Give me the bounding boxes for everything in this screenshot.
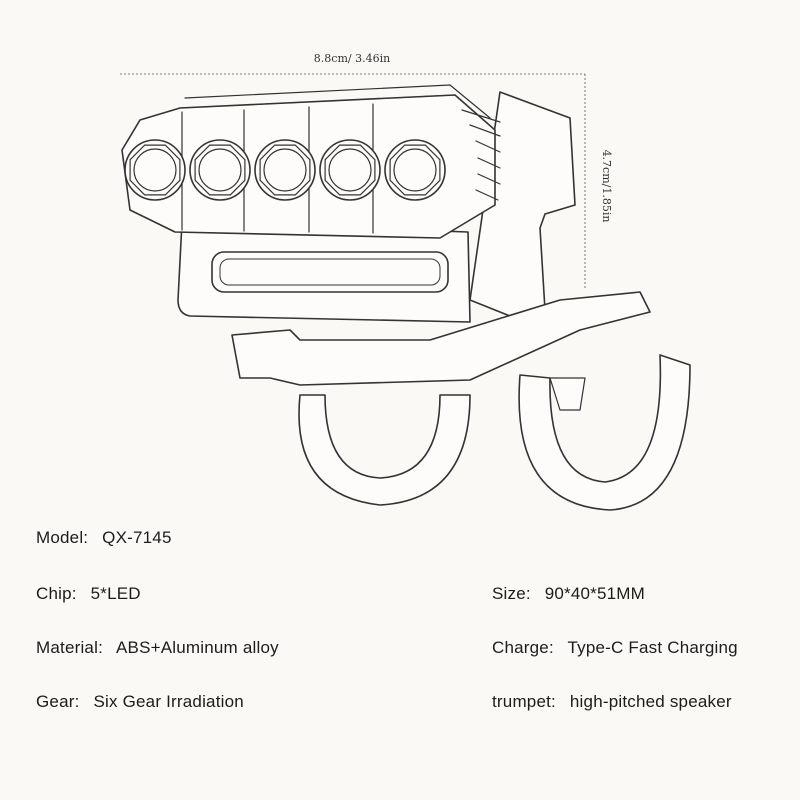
spec-trumpet: trumpet: high-pitched speaker xyxy=(492,692,732,712)
spec-size-label: Size: xyxy=(492,584,531,603)
width-dimension xyxy=(120,73,586,290)
led-array xyxy=(124,139,446,201)
spec-charge: Charge: Type-C Fast Charging xyxy=(492,638,738,658)
spec-chip-value: 5*LED xyxy=(90,584,141,603)
spec-chip: Chip: 5*LED xyxy=(36,584,141,604)
right-clamp xyxy=(518,354,691,511)
mount-arm xyxy=(231,291,651,386)
spec-model-label: Model: xyxy=(36,528,89,547)
spec-gear-label: Gear: xyxy=(36,692,80,711)
spec-charge-label: Charge: xyxy=(492,638,554,657)
height-dimension-label: 4.7cm/1.85in xyxy=(600,150,613,223)
spec-material: Material: ABS+Aluminum alloy xyxy=(36,638,279,658)
led-2 xyxy=(189,139,251,201)
spec-material-label: Material: xyxy=(36,638,103,657)
bike-light-illustration: 8.8cm/ 3.46in 4.7cm/1.85in xyxy=(120,52,691,511)
rear-housing xyxy=(469,91,576,321)
spec-gear-value: Six Gear Irradiation xyxy=(93,692,244,711)
led-4 xyxy=(319,139,381,201)
spec-model-value: QX-7145 xyxy=(102,528,172,547)
spec-trumpet-value: high-pitched speaker xyxy=(569,692,732,711)
led-3 xyxy=(254,139,316,201)
width-dimension-label: 8.8cm/ 3.46in xyxy=(314,52,390,65)
left-clamp xyxy=(298,394,471,506)
spec-chip-label: Chip: xyxy=(36,584,77,603)
spec-model: Model: QX-7145 xyxy=(36,528,172,548)
spec-trumpet-label: trumpet: xyxy=(492,692,556,711)
spec-size: Size: 90*40*51MM xyxy=(492,584,645,604)
led-5 xyxy=(384,139,446,201)
spec-charge-value: Type-C Fast Charging xyxy=(567,638,738,657)
speaker-slot xyxy=(211,251,449,293)
spec-size-value: 90*40*51MM xyxy=(544,584,646,603)
spec-material-value: ABS+Aluminum alloy xyxy=(116,638,279,657)
spec-gear: Gear: Six Gear Irradiation xyxy=(36,692,244,712)
led-1 xyxy=(124,139,186,201)
